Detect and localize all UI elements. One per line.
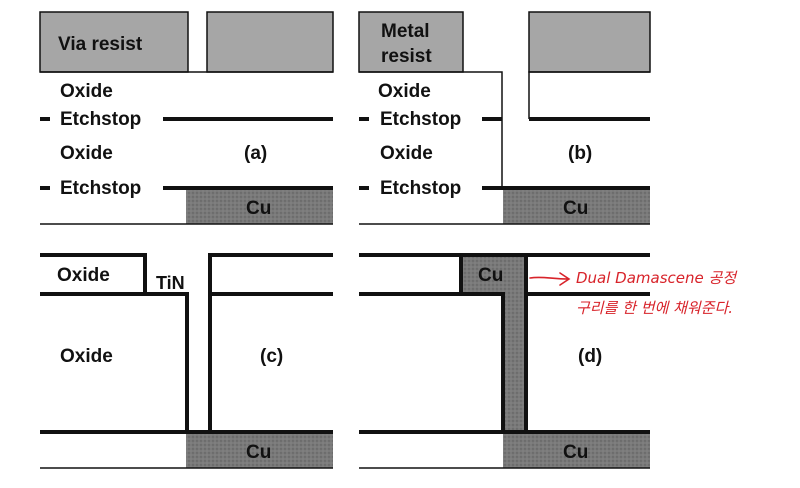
oxide-top-label: Oxide — [57, 265, 110, 286]
tin-liner-right — [208, 253, 333, 430]
cu-block — [503, 434, 650, 468]
panel-b-tag: (b) — [568, 143, 592, 164]
etched-opening-right — [528, 71, 650, 119]
metal-resist-right — [528, 11, 651, 73]
tin-liner-left — [40, 253, 147, 296]
panel-d-tag: (d) — [578, 346, 602, 367]
metal-resist-label-2: resist — [381, 46, 432, 67]
cu-block — [186, 190, 333, 224]
etchstop-1-label: Etchstop — [60, 109, 141, 130]
via-resist-right — [206, 11, 334, 73]
cu-label: Cu — [563, 198, 588, 219]
etchstop-2-label: Etchstop — [60, 178, 141, 199]
annotation-line-2: 구리를 한 번에 채워준다. — [576, 299, 733, 317]
cu-label: Cu — [246, 198, 271, 219]
panel-a: Via resist Oxide Etchstop Oxide (a) Etch… — [39, 11, 334, 225]
annotation-arrow-icon — [529, 272, 571, 286]
panel-b: Metal resist Oxide Etchstop Oxide (b) Et… — [358, 11, 651, 225]
via-resist-left — [39, 11, 189, 73]
etched-opening-left — [359, 71, 503, 188]
metal-resist-label-1: Metal — [381, 21, 430, 42]
oxide-top-label: Oxide — [378, 81, 431, 102]
cu-label: Cu — [246, 442, 271, 463]
tin-liner-left-via — [145, 292, 189, 430]
cu-bottom-label: Cu — [563, 442, 588, 463]
oxide-mid-label: Oxide — [60, 143, 113, 164]
etchstop-2-label: Etchstop — [380, 178, 461, 199]
annotation-line-1: Dual Damascene 공정 — [576, 269, 738, 287]
cu-top-label: Cu — [478, 265, 503, 286]
via-resist-label: Via resist — [58, 34, 143, 55]
panel-a-tag: (a) — [244, 143, 267, 164]
panel-c-tag: (c) — [260, 346, 283, 367]
oxide-mid-label: Oxide — [60, 346, 113, 367]
tin-label: TiN — [156, 273, 185, 293]
cu-block — [503, 190, 650, 224]
etchstop-1-label: Etchstop — [380, 109, 461, 130]
oxide-mid-label: Oxide — [380, 143, 433, 164]
annotation: Dual Damascene 공정 구리를 한 번에 채워준다. — [529, 269, 738, 317]
cu-block — [186, 434, 333, 468]
panel-c: Oxide TiN Oxide (c) Cu — [40, 253, 333, 469]
panel-d: Cu (d) Cu — [359, 253, 650, 469]
oxide-top-label: Oxide — [60, 81, 113, 102]
